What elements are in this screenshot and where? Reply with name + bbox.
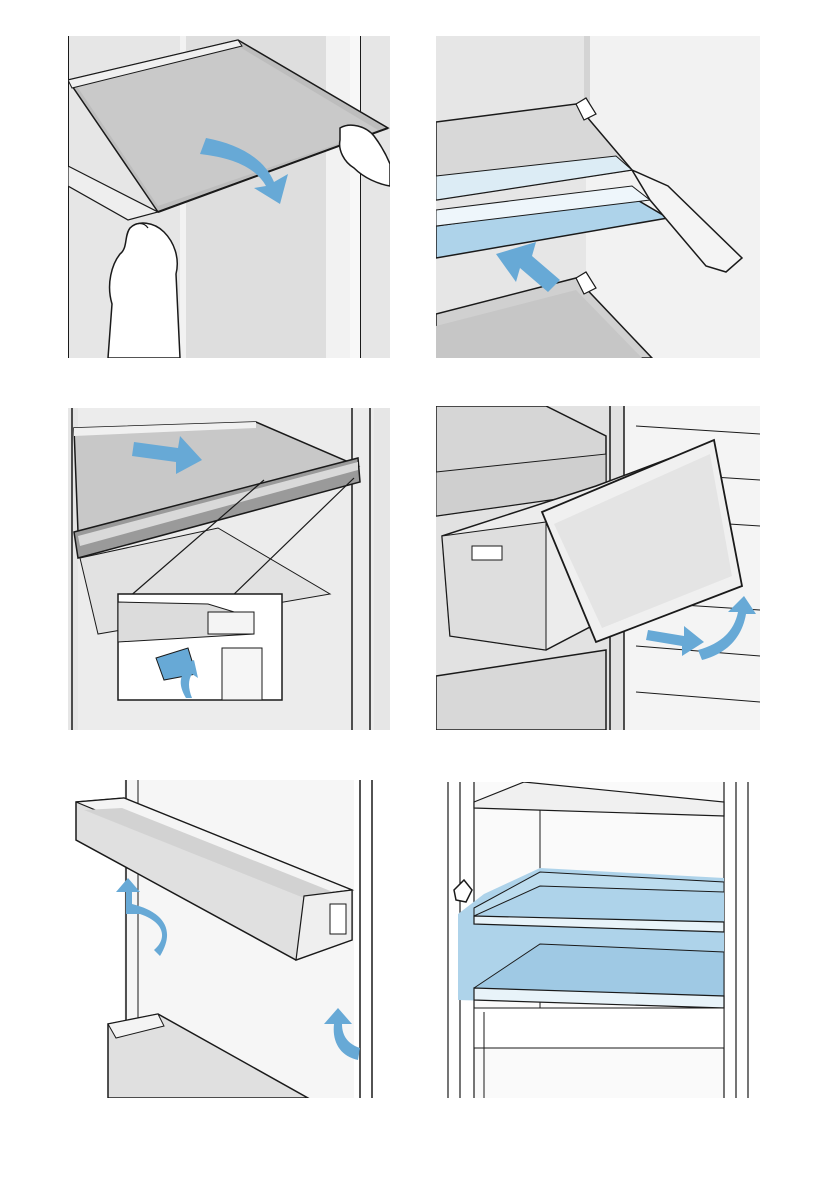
illustration-remove-shelf-with-trim [68,408,390,730]
illustration-remove-door-rack [68,780,390,1098]
illustration-remove-freezer-drawer [436,406,760,730]
illustration-remove-glass-shelf [68,36,390,358]
magnifier-detail-icon [118,594,282,700]
illustration-shelf-positions [444,782,756,1098]
illustration-insert-glass-shelf [436,36,760,358]
